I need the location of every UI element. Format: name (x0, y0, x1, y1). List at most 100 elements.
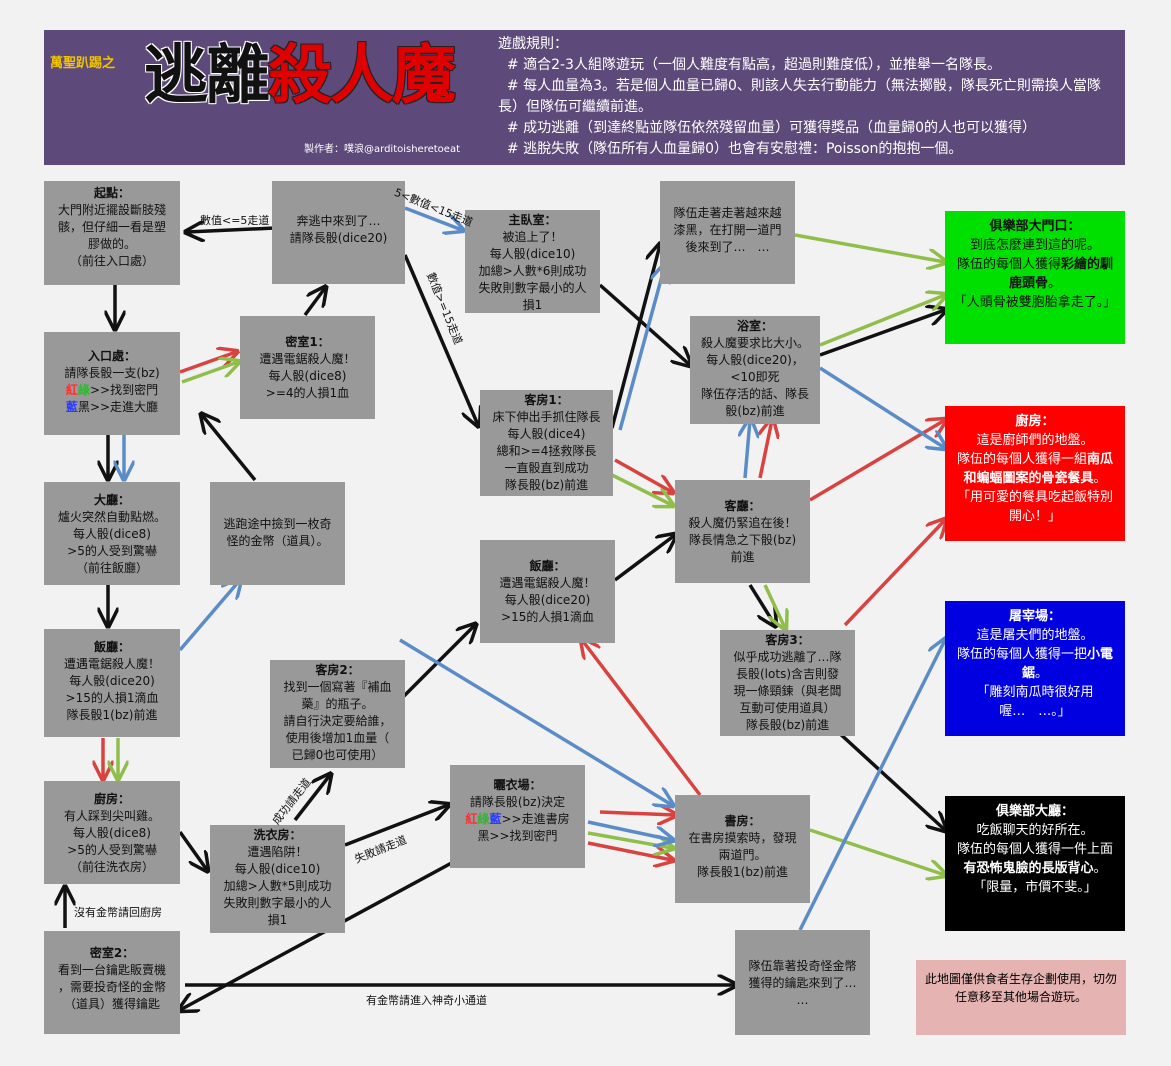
node-line: 請隊長骰一支(bz) (64, 366, 160, 380)
node-study: 書房： 在書房摸索時，發現 兩道門。 隊長骰1(bz)前進 (675, 795, 810, 903)
node-line: 紅綠>>找到密門 (50, 382, 174, 399)
node-line: 已歸0也可使用） (291, 748, 384, 762)
node-darker: 隊伍走著走著越來越 漆黑，在打開一道門 後來到了… … (660, 181, 795, 284)
node-line: 使用後增加1血量（ (285, 731, 390, 745)
arrow-blue-guest2-study (399, 638, 672, 805)
node-line: 每人骰(dice10) (489, 247, 576, 261)
edge-label-nocoin: 沒有金幣請回廚房 (74, 906, 162, 919)
arrow-green-entrance-secret1 (181, 362, 238, 384)
rule-line: # 成功逃離（到達終點並隊伍依然殘留血量）可獲得獎品（血量歸0的人也可以獲得） (498, 120, 1036, 136)
rule-line: # 適合2-3人組隊遊玩（一個人難度有點高，超過則難度低），並推舉一名隊長。 (498, 57, 1001, 73)
node-line: 損1 (267, 913, 288, 927)
node-line: 逃跑途中撿到一枚奇 (223, 517, 332, 531)
node-line: 請隊長骰(dice20) (289, 231, 388, 245)
arrow-green-study-lobby (809, 828, 945, 875)
node-line: ，需要投奇怪的金幣 (57, 980, 166, 994)
node-line: 長骰(lots)含吉則發 (736, 667, 839, 681)
node-line: 總和>=4拯救隊長 (496, 444, 597, 458)
node-title: 大廳： (93, 493, 130, 507)
arrow-master-bath (598, 283, 690, 365)
dest-text: 隊伍的每個人獲得一組 (956, 452, 1087, 467)
node-line: （前往入口處） (69, 254, 154, 268)
arrow-flee-start (187, 228, 276, 232)
node-line: 黑>>找到密門 (477, 829, 558, 843)
node-title: 曬衣場： (493, 778, 542, 792)
node-line: 每人骰(dice10) (234, 862, 321, 876)
node-hall: 大廳： 爐火突然自動點燃。 每人骰(dice8) >5的人受到驚嚇 （前往飯廳） (44, 482, 180, 585)
arrow-green-living-guest3 (763, 584, 785, 628)
node-line: >5的人受到驚嚇 (67, 544, 157, 558)
node-kitchen-1: 廚房： 有人踩到尖叫雞。 每人骰(dice8) >5的人受到驚嚇 （前往洗衣房） (44, 781, 180, 884)
dest-text: 隊伍的每個人獲得一把 (956, 647, 1087, 662)
arrow-kitchen-laundry (178, 830, 207, 870)
dest-prize: 小電鋸 (1021, 647, 1114, 681)
dest-title: 屠宰場： (1008, 609, 1061, 624)
arrow-blue-dining-coin (178, 580, 240, 652)
node-line: 被追上了！ (502, 230, 563, 244)
color-blue: 藍 (65, 400, 78, 414)
node-line: 隊長情急之下骰(bz) (688, 533, 797, 547)
node-line: 膠做的。 (87, 237, 136, 251)
node-title: 飯廳： (529, 559, 566, 573)
dest-text: 隊伍的每個人獲得 (956, 257, 1061, 272)
dest-club-gate: 俱樂部大門口： 到底怎麼連到這的呢。 隊伍的每個人獲得彩繪的馴鹿頭骨。 「人頭骨… (945, 211, 1125, 344)
node-line: 看到一台鑰匙販賣機 (57, 963, 166, 977)
node-title: 起點： (93, 186, 130, 200)
node-title: 飯廳： (93, 640, 130, 654)
rule-line: # 逃脫失敗（隊伍所有人血量歸0）也會有安慰禮：Poisson的抱抱一個。 (498, 141, 963, 157)
node-line: 前進 (730, 550, 755, 564)
arrow-bath-gate (819, 310, 945, 357)
node-title: 浴室： (736, 319, 773, 333)
node-line: 現一條頸鍊（與老闆 (733, 684, 842, 698)
node-guest-2: 客房2： 找到一個寫著『補血 藥』的瓶子。 請自行決定要給誰， 使用後增加1血量… (270, 660, 405, 768)
arrow-laundry-drying (344, 805, 448, 847)
node-entrance: 入口處： 請隊長骰一支(bz) 紅綠>>找到密門 藍黑>>走進大廳 (44, 332, 180, 435)
dest-kitchen: 廚房： 這是廚師們的地盤。 隊伍的每個人獲得一組南瓜和蝙蝠圖案的骨瓷餐具。 「用… (945, 406, 1125, 541)
dest-text: 。 (1048, 276, 1062, 291)
node-title: 客房3： (765, 633, 810, 647)
dest-slaughterhouse: 屠宰場： 這是屠夫們的地盤。 隊伍的每個人獲得一把小電鋸。 「雕刻南瓜時很好用喔… (945, 601, 1125, 736)
node-line: 請自行決定要給誰， (283, 714, 392, 728)
node-drying-yard: 曬衣場： 請隊長骰(bz)決定 紅綠藍>>走進書房 黑>>找到密門 (450, 765, 585, 868)
dest-line: 隊伍的每個人獲得一件上面 有恐怖鬼臉的長版背心。 (953, 840, 1117, 878)
node-line: 每人骰(dice8) (268, 369, 347, 383)
dest-prize: 有恐怖鬼臉的長版背心 (963, 861, 1094, 876)
main-title: 逃離殺人魔 (144, 44, 456, 108)
node-title: 入口處： (87, 349, 136, 363)
arrow-blue-bath-kitchen (819, 366, 945, 448)
color-green: 綠 (477, 812, 490, 826)
arrow-flee-guest1 (403, 254, 478, 425)
usage-note: 此地圖僅供食者生存企劃使用，切勿任意移至其他場合遊玩。 (916, 960, 1126, 1035)
node-line: 有人踩到尖叫雞。 (63, 809, 160, 823)
node-line: 互動可使用道具） (739, 701, 836, 715)
color-blue: 藍 (489, 812, 502, 826)
node-line: 損1 (522, 298, 543, 312)
node-line: （道具）獲得鑰匙 (63, 997, 160, 1011)
node-line: 每人骰(dice20)， (706, 353, 804, 367)
node-line: 隊長骰(bz)前進 (745, 718, 830, 732)
node-line: 似乎成功逃離了…隊 (733, 650, 842, 664)
node-line: 隊長骰1(bz)前進 (697, 865, 788, 879)
arrow-red-living-kitchen-dest (809, 420, 945, 502)
dest-line: 吃飯聊天的好所在。 (976, 823, 1094, 838)
dest-line: 隊伍的每個人獲得彩繪的馴鹿頭骨。 (953, 255, 1117, 293)
node-guest-1: 客房1： 床下伸出手抓住隊長 每人骰(dice4) 總和>=4拯救隊長 一直骰直… (480, 390, 613, 496)
node-line: 遭遇電鋸殺人魔！ (499, 576, 596, 590)
dest-text: 。 (1093, 471, 1107, 486)
dest-title: 廚房： (1015, 414, 1055, 429)
dest-line: 隊伍的每個人獲得一把小電鋸。 (953, 645, 1117, 683)
arrow-blue-guest1-darker (618, 265, 665, 431)
node-line: 獲得的鑰匙來到了… (748, 976, 857, 990)
arrow-green-darker-gate (794, 233, 945, 262)
arrow-blue-flee-master (404, 206, 462, 230)
node-line: 大門附近擺設斷肢殘 (57, 203, 166, 217)
node-line: >15的人損1滴血 (65, 691, 159, 705)
node-coin: 逃跑途中撿到一枚奇 怪的金幣（道具）。 (210, 482, 345, 585)
node-living-room: 客廳： 殺人魔仍緊追在後！ 隊長情急之下骰(bz) 前進 (675, 480, 810, 583)
node-line: 隊伍存活的話、隊長 (700, 387, 809, 401)
node-line: 失敗則數字最小的人 (223, 896, 332, 910)
dest-line: 這是屠夫們的地盤。 (976, 628, 1094, 643)
node-line: 每人骰(dice4) (507, 427, 586, 441)
node-line: <10即死 (730, 370, 780, 384)
node-line: … (796, 993, 809, 1007)
